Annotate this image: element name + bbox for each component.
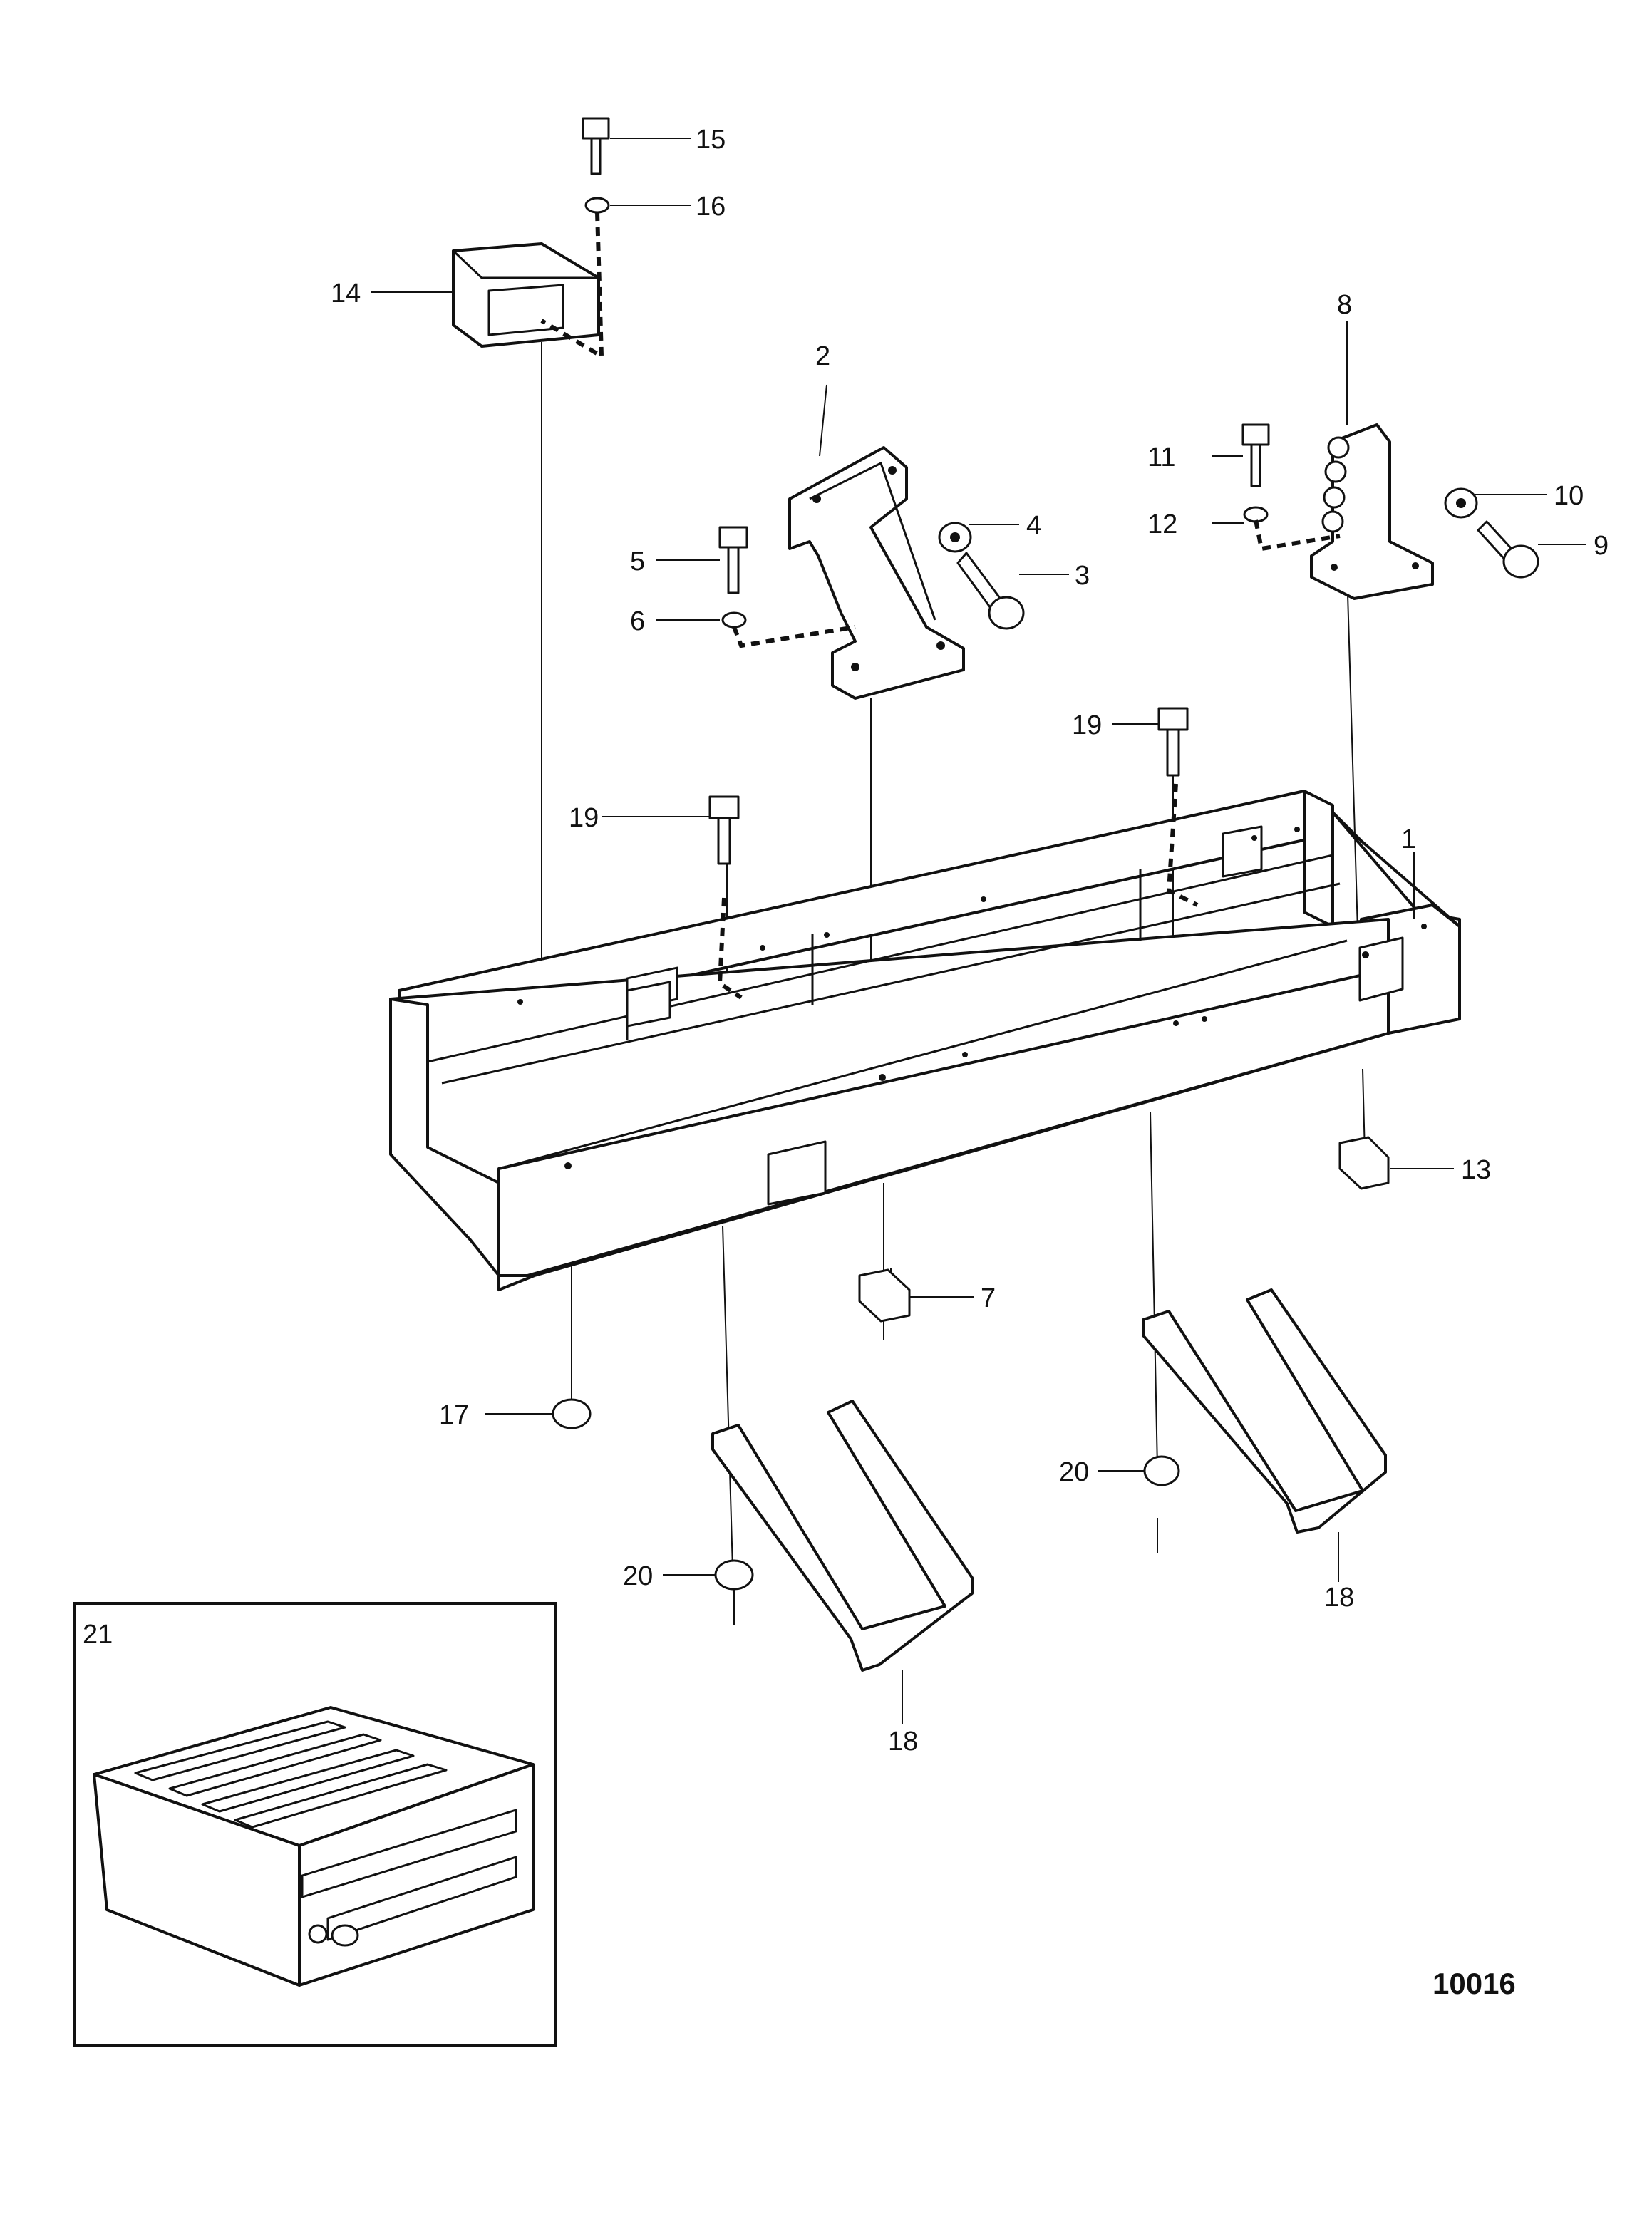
callout-labels: 15 16 14 2 5 6 4 3 8 11 12 10 9 19 19 1 … xyxy=(331,125,1609,1757)
callout-4: 4 xyxy=(1026,511,1041,541)
callout-15: 15 xyxy=(696,125,726,155)
callout-3: 3 xyxy=(1075,561,1090,591)
callout-12: 12 xyxy=(1147,510,1177,539)
inset-battery-box-part-21: 21 xyxy=(73,1602,557,2047)
callout-9: 9 xyxy=(1594,531,1609,561)
callout-13: 13 xyxy=(1461,1155,1491,1185)
nuts-and-pads xyxy=(552,1136,1390,1591)
callout-19-left: 19 xyxy=(569,803,599,833)
callout-16: 16 xyxy=(696,192,726,222)
callout-17: 17 xyxy=(439,1400,469,1430)
callout-1: 1 xyxy=(1401,824,1416,854)
engine-bracket-part-8 xyxy=(1310,423,1434,600)
callout-7: 7 xyxy=(981,1283,996,1313)
callout-8: 8 xyxy=(1337,290,1352,320)
dashed-mount-lines xyxy=(540,212,1341,1000)
engine-bracket-part-2 xyxy=(788,446,965,700)
callout-6: 6 xyxy=(630,606,645,636)
callout-19-right: 19 xyxy=(1072,710,1102,740)
callout-21: 21 xyxy=(83,1620,113,1650)
callout-18-left: 18 xyxy=(888,1727,918,1757)
main-frame-part-1 xyxy=(389,790,1461,1291)
callout-5: 5 xyxy=(630,547,645,576)
callout-20-right: 20 xyxy=(1059,1457,1089,1487)
figure-number: 10016 xyxy=(1432,1967,1516,2000)
callout-10: 10 xyxy=(1554,481,1584,511)
channel-rail-right-part-18 xyxy=(1142,1288,1387,1534)
callout-leaders xyxy=(371,138,1586,1724)
callout-14: 14 xyxy=(331,279,361,309)
bolts xyxy=(582,117,1539,865)
callout-18-right: 18 xyxy=(1324,1583,1354,1613)
callout-20-left: 20 xyxy=(623,1561,653,1591)
callout-11: 11 xyxy=(1147,443,1175,472)
callout-2: 2 xyxy=(815,341,830,371)
channel-rail-left-part-18 xyxy=(711,1400,974,1672)
cover-part-14 xyxy=(452,242,600,348)
